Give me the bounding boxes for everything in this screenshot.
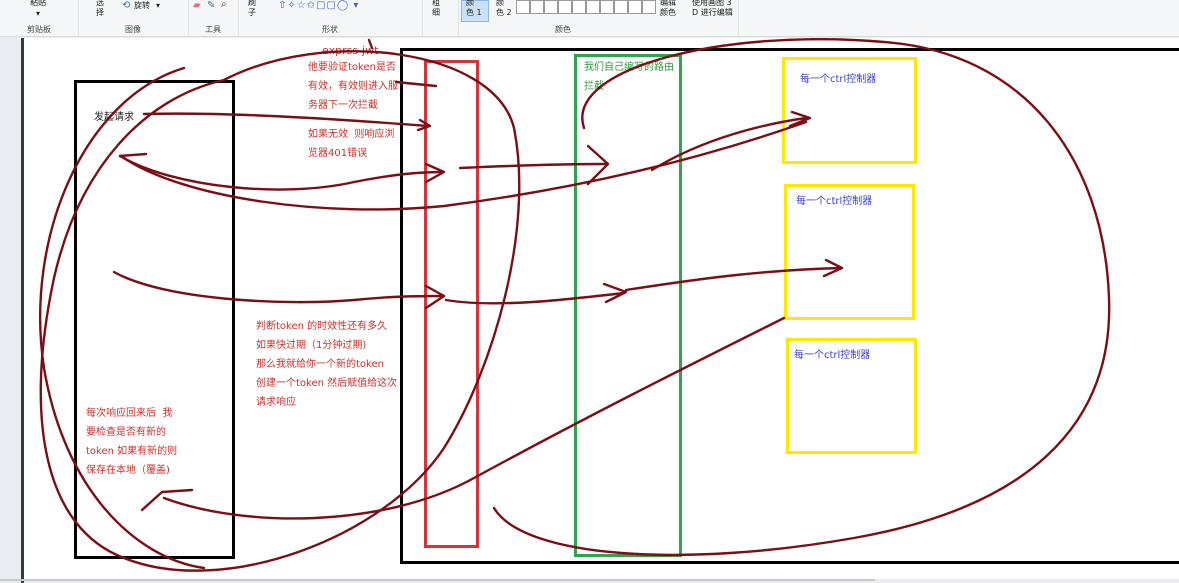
color-swatch[interactable]	[600, 0, 614, 14]
clipboard-group-label: 剪贴板	[27, 25, 51, 34]
router-interceptor-label: 我们自己编写的路由 拦截	[584, 62, 674, 92]
color1-button[interactable]	[461, 0, 489, 22]
rotate-dropdown-icon[interactable]: ▾	[156, 1, 161, 10]
pen-arrow-stroke	[394, 80, 438, 88]
pen-arrow-stroke	[367, 38, 374, 50]
paste-button[interactable]: 粘贴	[30, 0, 46, 7]
controller-label: 每一个ctrl控制器	[796, 196, 873, 207]
shapes-group: 刷 子 形状	[238, 0, 423, 36]
edit-colors-button[interactable]: 编辑 颜色	[660, 0, 676, 17]
pen-arrow-stroke	[122, 120, 808, 211]
pen-arrow-stroke	[162, 316, 786, 520]
pen-loop-stroke	[492, 38, 1111, 556]
tools-group-label: 工具	[205, 25, 221, 34]
colors-group: 颜 色 1 颜 色 2 编辑 颜色 使用画图 3 D 进行编辑 颜色	[458, 0, 739, 36]
image-group-label: 图像	[125, 25, 141, 34]
shapes-group-label: 形状	[322, 25, 338, 34]
rotate-icon[interactable]: ⟲	[122, 0, 131, 11]
controller-box	[786, 338, 917, 454]
color-swatch[interactable]	[558, 0, 572, 14]
drawing-canvas[interactable]: exprss-jwt 他要验证token是否 有效，有效则进入服 务器下一次拦截…	[24, 38, 1179, 579]
size-group: 粗 细	[422, 0, 459, 36]
color-swatch[interactable]	[530, 0, 544, 14]
pen-arrow-head-stroke	[586, 144, 610, 186]
magnifier-icon[interactable]: ⌕	[221, 0, 227, 10]
pen-arrow-head-stroke	[822, 258, 844, 278]
color-swatch[interactable]	[572, 0, 586, 14]
colors-group-label: 颜色	[555, 25, 571, 34]
controller-box	[782, 57, 917, 164]
color-swatch[interactable]	[628, 0, 642, 14]
color-swatch[interactable]	[614, 0, 628, 14]
color-swatch[interactable]	[516, 0, 530, 14]
controller-label: 每一个ctrl控制器	[800, 74, 877, 85]
pen-arrow-stroke	[458, 162, 608, 170]
color-picker-icon[interactable]: ✎	[207, 0, 216, 11]
pen-arrow-stroke	[118, 154, 444, 191]
pen-arrow-head-stroke	[424, 284, 446, 310]
size-button[interactable]: 粗 细	[432, 0, 440, 17]
middleware-note: 他要验证token是否 有效，有效则进入服 务器下一次拦截	[308, 62, 398, 111]
pen-arrow-stroke	[142, 112, 430, 128]
pen-arrow-stroke	[444, 291, 626, 305]
color-swatch[interactable]	[544, 0, 558, 14]
pen-arrow-stroke	[112, 270, 446, 304]
paint3d-button[interactable]: 使用画图 3 D 进行编辑	[692, 0, 733, 17]
color-swatch[interactable]	[642, 0, 656, 14]
pen-arrow-head-stroke	[424, 162, 446, 184]
shape-gallery[interactable]: ⇧✧☆✩▢▢◯ ▾	[278, 0, 360, 11]
image-group: 选 择 ⟲ 旋转 ▾ 图像	[78, 0, 189, 36]
server-box	[400, 48, 1179, 564]
ribbon-toolbar: 粘贴 ▾ 剪贴板 选 择 ⟲ 旋转 ▾ 图像 ▰ ✎ ⌕ 工具 刷 子 形状 ⇧…	[0, 0, 1179, 37]
pen-arrow-head-stroke	[118, 152, 148, 158]
color2-button[interactable]: 颜 色 2	[496, 0, 512, 17]
pen-arrow-head-stroke	[788, 110, 812, 128]
controller-box	[784, 184, 915, 320]
pen-loop-stroke	[39, 50, 521, 572]
pen-strokes	[39, 38, 1111, 572]
router-interceptor-column	[574, 54, 682, 557]
send-request-label: 发起请求	[94, 112, 134, 123]
brush-button[interactable]: 刷 子	[248, 0, 256, 17]
pen-loop-stroke	[39, 66, 206, 570]
paste-dropdown-icon[interactable]: ▾	[36, 9, 41, 18]
pen-arrow-stroke	[624, 266, 844, 292]
horizontal-scrollbar[interactable]	[0, 579, 875, 581]
rotate-button[interactable]: 旋转	[134, 1, 150, 10]
pen-arrow-head-stroke	[602, 282, 628, 304]
color-swatch[interactable]	[586, 0, 600, 14]
pen-arrow-head-stroke	[416, 118, 432, 132]
invalid-token-note: 如果无效 则响应浏 览器401错误	[308, 129, 395, 159]
tools-group: ▰ ✎ ⌕ 工具	[188, 0, 239, 36]
client-check-note: 每次响应回来后 我 要检查是否有新的 token 如果有新的则 保存在本地（覆盖…	[86, 408, 178, 476]
pen-arrow-stroke	[650, 116, 808, 172]
pen-arrow-head-stroke	[140, 488, 194, 512]
select-button[interactable]: 选 择	[96, 0, 104, 17]
eraser-icon[interactable]: ▰	[193, 0, 201, 11]
clipboard-group: 粘贴 ▾ 剪贴板	[0, 0, 79, 36]
controller-label: 每一个ctrl控制器	[794, 350, 871, 361]
color1-label: 颜 色 1	[466, 0, 482, 17]
token-refresh-note: 判断token 的时效性还有多久 如果快过期（1分钟过期) 那么我就给你一个新的…	[256, 321, 398, 408]
canvas-left-edge	[21, 38, 24, 583]
